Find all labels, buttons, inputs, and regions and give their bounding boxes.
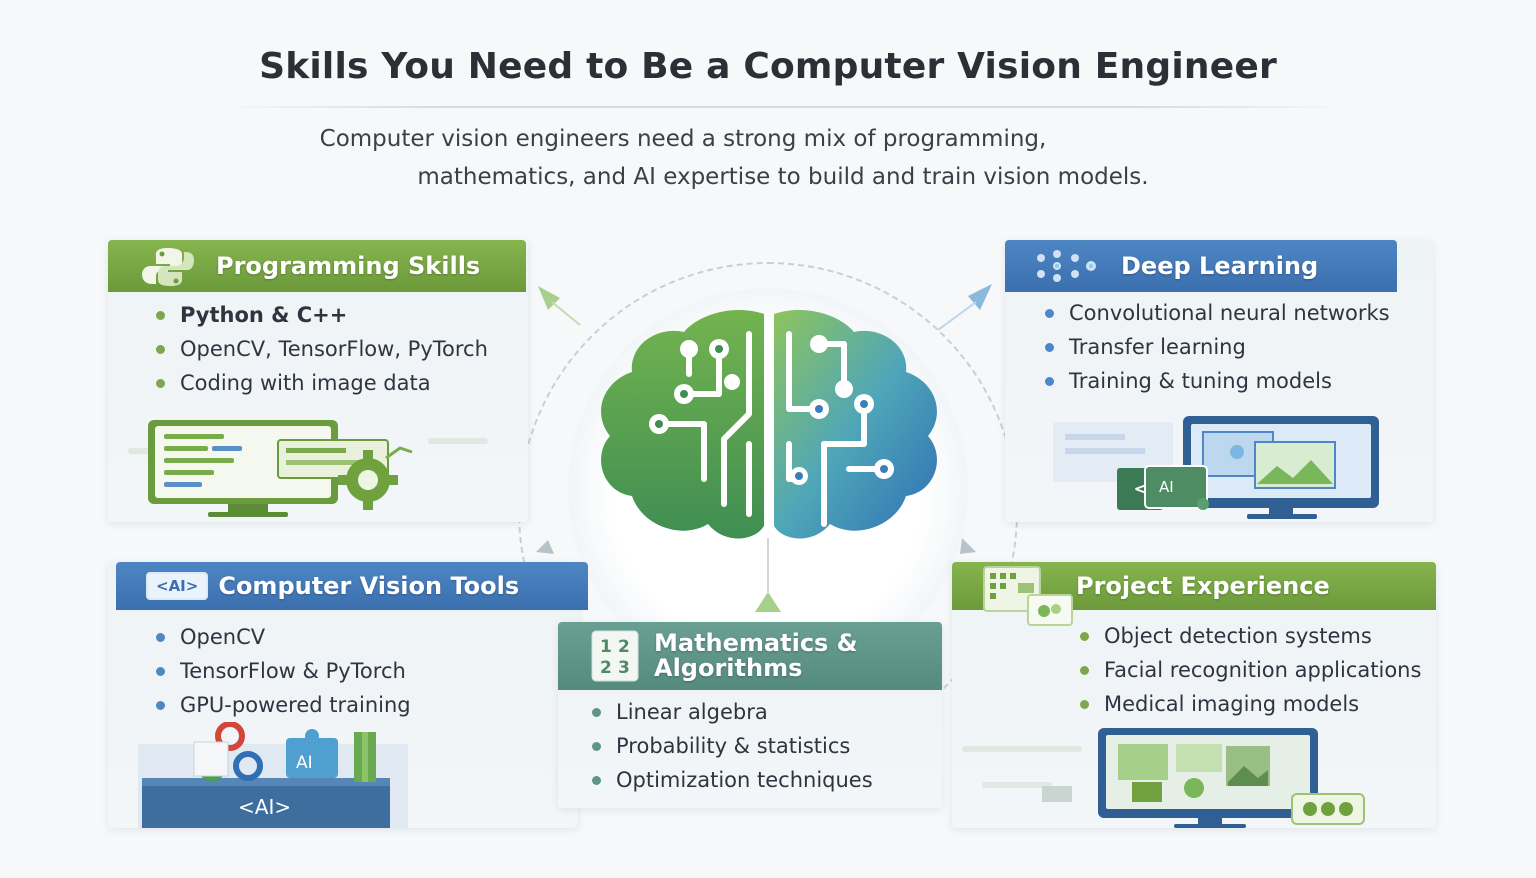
subtitle-line-1: Computer vision engineers need a strong … — [319, 126, 1047, 152]
svg-text:2: 2 — [600, 658, 612, 678]
arrow-bottom-center — [755, 592, 781, 612]
list-item: Python & C++ — [156, 298, 488, 332]
card-header: <AI> Computer Vision Tools — [116, 562, 588, 610]
list-item: Convolutional neural networks — [1045, 296, 1390, 330]
list-item: OpenCV — [156, 620, 411, 654]
list-item: Object detection systems — [1080, 619, 1421, 653]
card-title-line-2: Algorithms — [654, 654, 803, 682]
card-header: Project Experience — [952, 562, 1436, 626]
ai-box-label: <AI> — [238, 795, 291, 819]
numbers-grid-icon: 1 2 2 3 — [591, 630, 639, 682]
svg-text:2: 2 — [618, 637, 630, 657]
circuit-brain-icon — [601, 310, 937, 539]
card-header: 1 2 2 3 Mathematics & Algorithms — [558, 622, 942, 690]
card-computer-vision-tools: <AI> Computer Vision Tools OpenCV Tensor… — [108, 562, 588, 828]
ai-monitor-illustration: < AI — [1053, 416, 1379, 519]
code-monitor-illustration — [128, 420, 488, 517]
list-item: GPU-powered training — [156, 688, 411, 722]
ai-chip-label: AI — [1159, 478, 1174, 496]
card-header: Programming Skills — [108, 240, 526, 292]
bullet-list: Linear algebra Probability & statistics … — [592, 695, 873, 797]
gear-icon — [338, 450, 398, 510]
list-item: Training & tuning models — [1045, 364, 1390, 398]
svg-text:AI: AI — [296, 753, 313, 773]
list-item: Linear algebra — [592, 695, 873, 729]
svg-text:3: 3 — [618, 658, 630, 678]
list-item: Coding with image data — [156, 366, 488, 400]
bullet-list: Python & C++ OpenCV, TensorFlow, PyTorch… — [156, 298, 488, 400]
bullet-list: Object detection systems Facial recognit… — [1080, 619, 1421, 721]
ai-tag-icon: <AI> — [146, 572, 209, 600]
page-title: Skills You Need to Be a Computer Vision … — [259, 46, 1277, 87]
list-item: Probability & statistics — [592, 729, 873, 763]
card-mathematics-algorithms: 1 2 2 3 Mathematics & Algorithms Linear … — [558, 622, 942, 808]
arrow-bottom-right — [960, 538, 976, 554]
puzzle-ai-icon: AI — [286, 729, 338, 778]
title-divider — [220, 106, 1350, 108]
project-monitor-illustration — [962, 728, 1365, 828]
card-title: Deep Learning — [1121, 252, 1319, 280]
python-icon — [142, 248, 194, 286]
card-project-experience: Project Experience Object detection syst… — [952, 562, 1436, 828]
card-title: Mathematics & Algorithms — [654, 631, 858, 681]
ai-toolkit-illustration: <AI> AI — [138, 722, 408, 828]
card-title: Computer Vision Tools — [218, 572, 520, 600]
neural-network-icon — [1037, 250, 1096, 282]
card-deep-learning: Deep Learning Convolutional neural netwo… — [1005, 240, 1433, 522]
card-programming-skills: Programming Skills Python & C++ OpenCV, … — [108, 240, 528, 522]
subtitle-line-2: mathematics, and AI expertise to build a… — [417, 164, 1149, 190]
list-item: Facial recognition applications — [1080, 653, 1421, 687]
list-item: Medical imaging models — [1080, 687, 1421, 721]
bullet-list: Convolutional neural networks Transfer l… — [1045, 296, 1390, 398]
list-item: OpenCV, TensorFlow, PyTorch — [156, 332, 488, 366]
list-item: Transfer learning — [1045, 330, 1390, 364]
page-subtitle: Computer vision engineers need a strong … — [0, 120, 1536, 196]
svg-text:1: 1 — [600, 637, 612, 657]
card-title-line-1: Mathematics & — [654, 629, 858, 657]
card-header: Deep Learning — [1005, 240, 1397, 292]
arrow-bottom-left — [536, 540, 554, 554]
card-title: Project Experience — [1076, 572, 1330, 600]
dashboard-icon — [983, 566, 1073, 626]
arrow-top-right — [968, 284, 992, 310]
card-title: Programming Skills — [216, 252, 481, 280]
arrow-top-left — [538, 286, 560, 310]
list-item: TensorFlow & PyTorch — [156, 654, 411, 688]
list-item: Optimization techniques — [592, 763, 873, 797]
bullet-list: OpenCV TensorFlow & PyTorch GPU-powered … — [156, 620, 411, 722]
